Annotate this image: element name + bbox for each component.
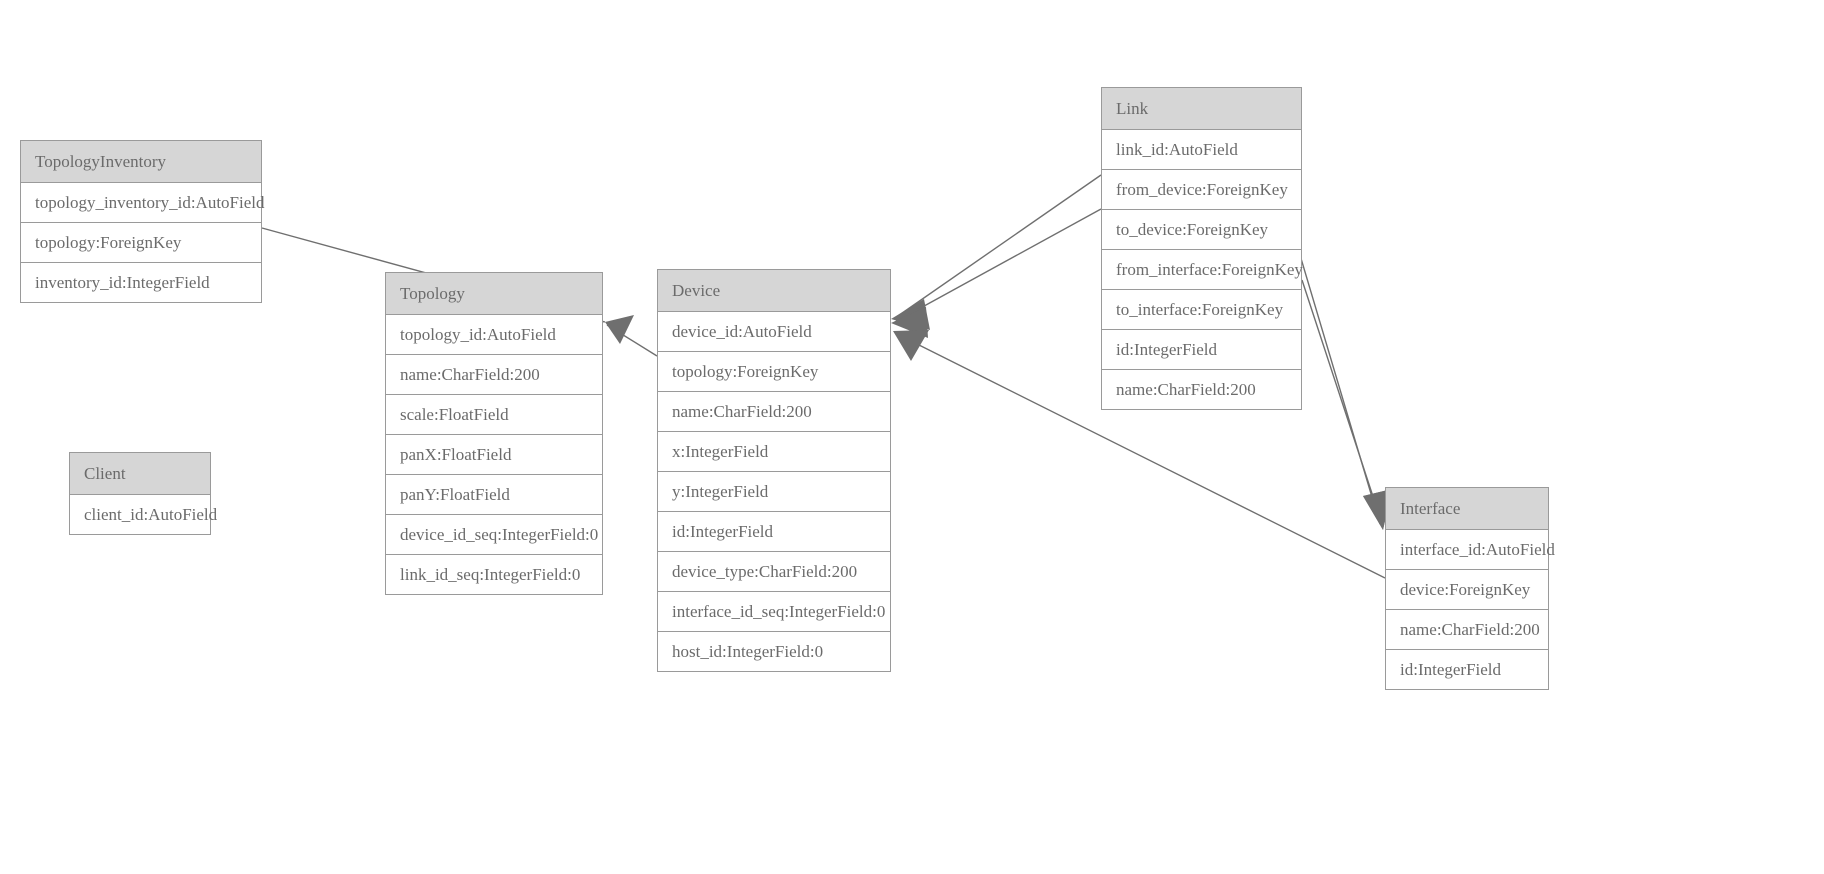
field-row: topology_inventory_id:AutoField xyxy=(21,183,265,223)
relationship-link-to-device-to-device xyxy=(891,208,1102,338)
relationship-line xyxy=(1296,244,1381,525)
field-row: inventory_id:IntegerField xyxy=(21,263,261,302)
entity-title-topologyinventory: TopologyInventory xyxy=(21,141,261,183)
field-row: x:IntegerField xyxy=(658,432,890,472)
field-row: to_device:ForeignKey xyxy=(1102,210,1301,250)
field-row: host_id:IntegerField:0 xyxy=(658,632,890,671)
field-row: scale:FloatField xyxy=(386,395,602,435)
field-row: topology:ForeignKey xyxy=(658,352,890,392)
field-row: interface_id_seq:IntegerField:0 xyxy=(658,592,890,632)
field-row: panY:FloatField xyxy=(386,475,602,515)
arrowhead-icon xyxy=(893,330,929,361)
field-row: client_id:AutoField xyxy=(70,495,217,534)
field-row: interface_id:AutoField xyxy=(1386,530,1555,570)
field-row: topology:ForeignKey xyxy=(21,223,261,263)
relationship-link-from-device-to-device xyxy=(891,174,1102,330)
arrowhead-icon xyxy=(891,307,928,338)
field-row: from_device:ForeignKey xyxy=(1102,170,1301,210)
field-row: link_id_seq:IntegerField:0 xyxy=(386,555,602,594)
relationship-link-to-interface-to-interface xyxy=(1301,279,1392,530)
relationship-line xyxy=(1301,279,1384,528)
relationship-line xyxy=(894,208,1102,323)
field-row: link_id:AutoField xyxy=(1102,130,1301,170)
field-row: panX:FloatField xyxy=(386,435,602,475)
field-row: id:IntegerField xyxy=(1102,330,1301,370)
field-row: topology_id:AutoField xyxy=(386,315,602,355)
field-row: y:IntegerField xyxy=(658,472,890,512)
field-row: from_interface:ForeignKey xyxy=(1102,250,1303,290)
entity-title-device: Device xyxy=(658,270,890,312)
relationship-line xyxy=(606,324,658,357)
field-row: name:CharField:200 xyxy=(386,355,602,395)
arrowhead-icon xyxy=(605,315,634,344)
field-row: name:CharField:200 xyxy=(1102,370,1301,409)
field-row: to_interface:ForeignKey xyxy=(1102,290,1301,330)
relationship-link-from-interface-to-interface xyxy=(1296,244,1392,530)
field-row: name:CharField:200 xyxy=(658,392,890,432)
field-row: device_type:CharField:200 xyxy=(658,552,890,592)
relationship-device-topology-to-topology xyxy=(605,315,658,357)
field-row: name:CharField:200 xyxy=(1386,610,1548,650)
arrowhead-icon xyxy=(891,299,930,330)
field-row: device_id_seq:IntegerField:0 xyxy=(386,515,602,555)
entity-title-client: Client xyxy=(70,453,210,495)
entity-title-interface: Interface xyxy=(1386,488,1548,530)
field-row: id:IntegerField xyxy=(1386,650,1548,689)
entity-title-link: Link xyxy=(1102,88,1301,130)
field-row: device:ForeignKey xyxy=(1386,570,1548,610)
field-row: device_id:AutoField xyxy=(658,312,890,352)
entity-fields-client: client_id:AutoField xyxy=(70,495,217,534)
entity-title-topology: Topology xyxy=(386,273,602,315)
field-row: id:IntegerField xyxy=(658,512,890,552)
relationship-line xyxy=(894,174,1102,319)
